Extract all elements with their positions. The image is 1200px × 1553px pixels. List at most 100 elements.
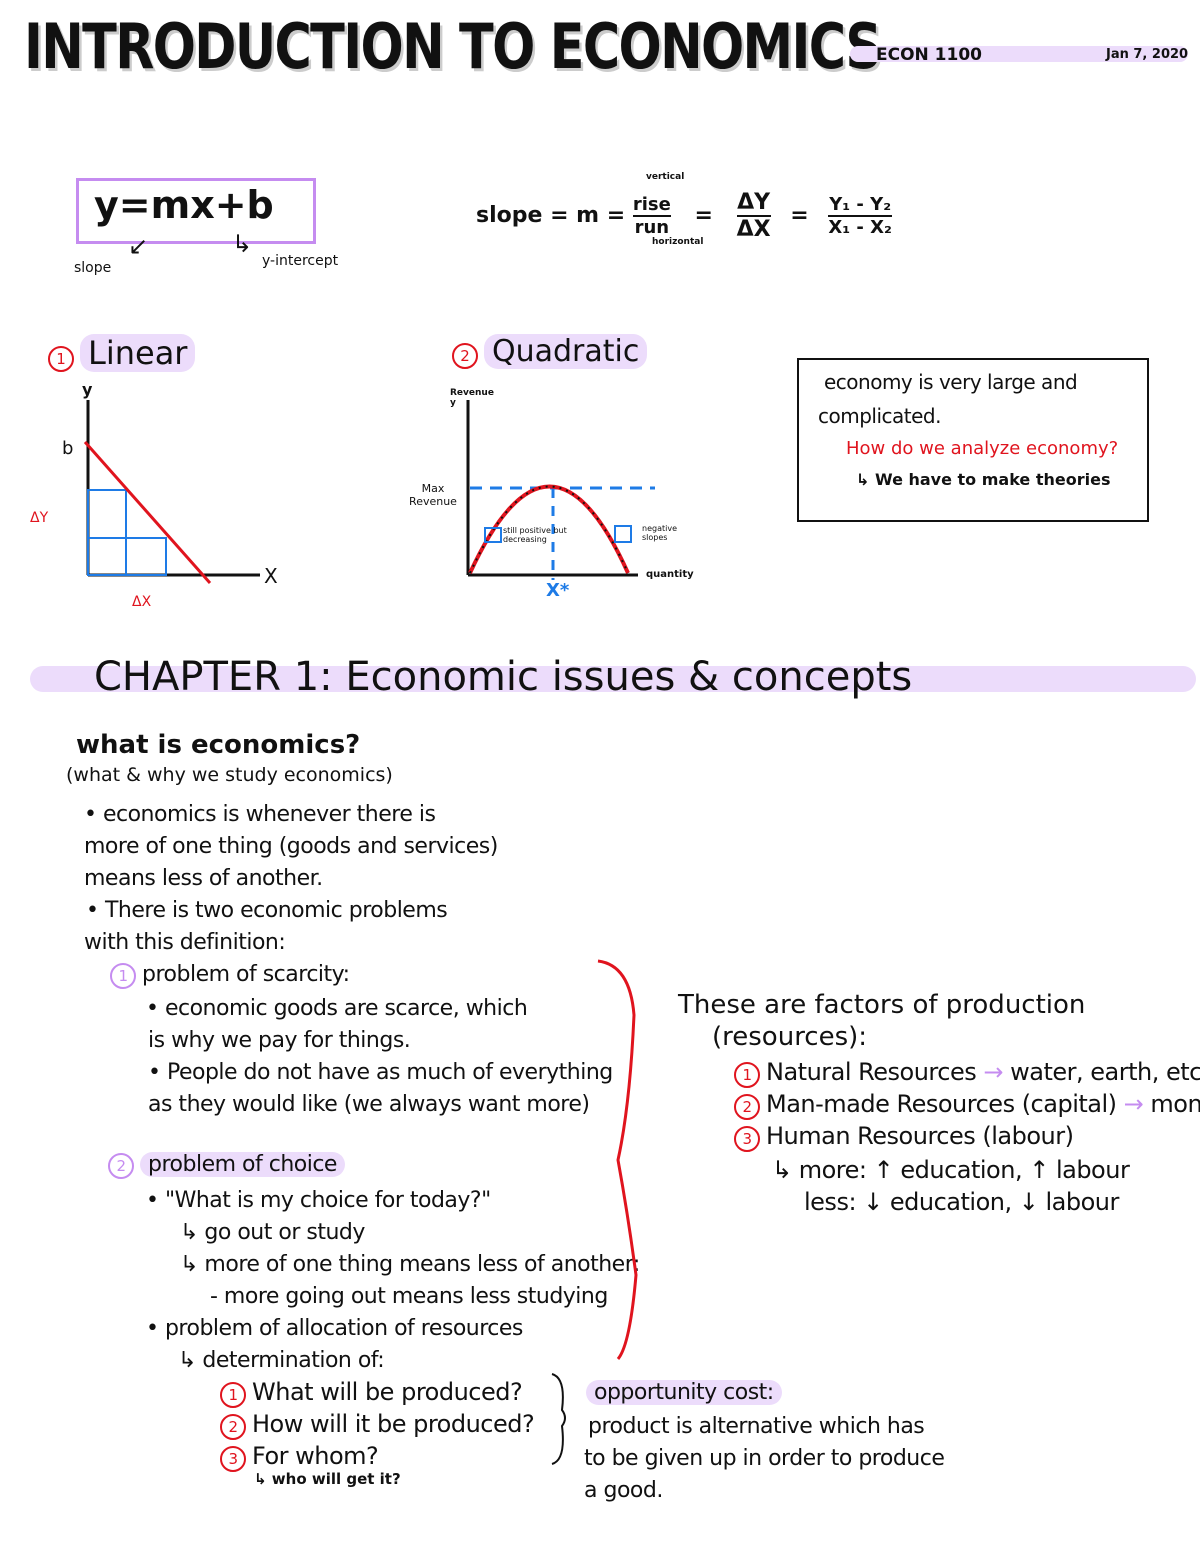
linear-graph [83, 400, 260, 584]
red-brace [597, 959, 638, 1360]
xstar-label: X* [546, 580, 570, 601]
formula-numerator: Y₁ - Y₂ [828, 194, 892, 217]
number-badge: 3 [220, 1446, 246, 1472]
quadratic-title: Quadratic [484, 334, 648, 369]
vertical-note: vertical [646, 172, 685, 182]
note-question: How do we analyze economy? [846, 438, 1119, 459]
slope-lhs: slope = m = [476, 203, 626, 228]
chapter-title: CHAPTER 1: Economic issues & concepts [94, 654, 913, 700]
choice-title-text: problem of choice [140, 1152, 345, 1177]
delta-x: ΔX [736, 217, 771, 242]
slope-label: slope [74, 260, 112, 276]
factor-less: less: ↓ education, ↓ labour [804, 1188, 1119, 1216]
right-note: negative slopes [642, 524, 677, 542]
choice-line: ↳ more of one thing means less of anothe… [180, 1252, 640, 1277]
allocation-item-text: What will be produced? [252, 1378, 523, 1406]
note-line1: economy is very large and [824, 370, 1078, 394]
number-badge: 2 [452, 343, 478, 369]
note-box [797, 358, 1149, 522]
what-line: means less of another. [84, 866, 323, 891]
run: run [634, 217, 670, 238]
arrow-icon: → [1123, 1090, 1144, 1118]
linear-line [83, 441, 212, 584]
arrow-icon: → [983, 1058, 1003, 1086]
scarcity-line: is why we pay for things. [148, 1028, 411, 1053]
choice-line: - more going out means less studying [210, 1284, 608, 1309]
quad-x-label: quantity [646, 569, 694, 580]
rise: rise [632, 194, 671, 217]
chapter-bar [30, 666, 1196, 692]
note-answer-text: We have to make theories [874, 470, 1111, 489]
allocation-sub: ↳ determination of: [178, 1348, 385, 1373]
x-axis-label: X [264, 564, 278, 588]
opportunity-line: to be given up in order to produce [584, 1446, 945, 1471]
scarcity-title-text: problem of scarcity: [142, 962, 350, 987]
number-badge: 1 [110, 963, 136, 989]
scarcity-line: • economic goods are scarce, which [146, 996, 528, 1021]
factor-example: money [1150, 1090, 1200, 1118]
right-note-box [614, 525, 632, 543]
opportunity-line: product is alternative which has [588, 1414, 925, 1439]
max-revenue-label: Max Revenue [409, 482, 457, 508]
revenue-curve-dots [469, 485, 629, 574]
horizontal-note: horizontal [652, 237, 704, 247]
number-badge: 2 [108, 1153, 134, 1179]
dx-label: ΔX [132, 594, 152, 610]
b-label: b [62, 438, 74, 459]
left-note: still positive but decreasing [503, 526, 567, 544]
factor-name: Human Resources (labour) [766, 1122, 1074, 1150]
intercept-label: y-intercept [262, 253, 339, 269]
equation-box [76, 178, 316, 244]
number-badge: 2 [220, 1414, 246, 1440]
header-bar [850, 46, 1188, 62]
choice-line: ↳ go out or study [180, 1220, 365, 1245]
allocation-item-text: For whom? [252, 1442, 379, 1470]
factor-name: Man-made Resources (capital) [766, 1090, 1117, 1118]
course-code: ECON 1100 [876, 45, 983, 65]
equation: y=mx+b [94, 183, 274, 227]
formula-denominator: X₁ - X₂ [828, 217, 892, 238]
factor-name: Natural Resources [766, 1058, 977, 1086]
factors-heading: These are factors of production [678, 990, 1086, 1020]
y-axis-label: y [82, 380, 93, 399]
opportunity-title-text: opportunity cost: [586, 1380, 782, 1405]
date: Jan 7, 2020 [1106, 47, 1189, 62]
what-heading: what is economics? [76, 730, 361, 760]
number-badge: 1 [734, 1062, 760, 1088]
number-badge: 1 [220, 1382, 246, 1408]
small-brace [551, 1373, 566, 1465]
what-line: with this definition: [84, 930, 286, 955]
delta-y: ΔY [736, 190, 771, 217]
number-badge: 3 [734, 1126, 760, 1152]
factor-more: ↳ more: ↑ education, ↑ labour [772, 1156, 1130, 1184]
note-line2: complicated. [818, 404, 941, 428]
linear-title: Linear [80, 334, 196, 372]
quadratic-graph [466, 400, 655, 580]
allocation-item-text: How will it be produced? [252, 1410, 535, 1438]
what-line: more of one thing (goods and services) [84, 834, 498, 859]
note-answer: ↳ We have to make theories [856, 470, 1111, 489]
choice-line: • "What is my choice for today?" [146, 1188, 491, 1213]
number-badge: 1 [48, 346, 74, 372]
whom-note: ↳ who will get it? [254, 1470, 401, 1488]
quad-y-label: Revenue y [450, 388, 494, 408]
scarcity-line: • People do not have as much of everythi… [148, 1060, 613, 1085]
dx-box [87, 537, 167, 576]
scarcity-line: as they would like (we always want more) [148, 1092, 590, 1117]
page-title: INTRODUCTION TO ECONOMICS [24, 10, 882, 83]
dy-box [87, 489, 127, 576]
what-line: • There is two economic problems [86, 898, 448, 923]
allocation-title: • problem of allocation of resources [146, 1316, 523, 1341]
what-line: • economics is whenever there is [84, 802, 436, 827]
number-badge: 2 [734, 1094, 760, 1120]
